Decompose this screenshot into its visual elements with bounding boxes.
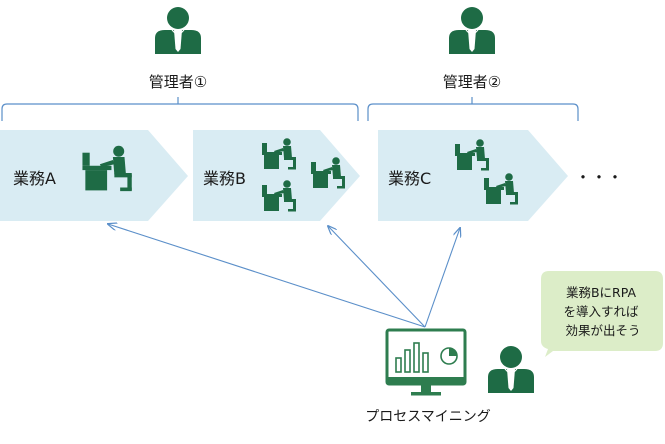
speech-line-2: を導入すれば — [564, 304, 640, 319]
process-b-chevron — [193, 130, 360, 221]
process-c-label: 業務C — [388, 169, 431, 188]
speech-line-3: 効果が出そう — [565, 323, 640, 338]
arrow-to-process-b — [328, 226, 426, 328]
svg-text:業務BにRPA を導入すれば 効果が: 業務BにRPA を導入すれば 効果が出そう — [564, 285, 643, 338]
bracket-manager-1 — [1, 97, 359, 121]
manager-2-icon — [448, 6, 496, 55]
speech-line-1: 業務BにRPA — [566, 285, 636, 300]
manager-2-label: 管理者② — [443, 73, 501, 91]
analyst-icon — [487, 345, 535, 394]
process-a-label: 業務A — [13, 169, 56, 188]
process-b-label: 業務B — [203, 169, 246, 188]
process-c-chevron — [378, 130, 568, 221]
continuation-dots: ・・・ — [575, 168, 623, 187]
arrow-to-process-a — [108, 224, 426, 328]
bracket-manager-2 — [367, 97, 579, 121]
monitor-chart-icon — [385, 328, 467, 396]
manager-1-label: 管理者① — [149, 73, 207, 91]
process-mining-label: プロセスマイニング — [365, 409, 491, 425]
speech-bubble: 業務BにRPA を導入すれば 効果が出そう — [541, 271, 663, 357]
manager-1-icon — [154, 6, 202, 55]
arrow-to-process-c — [424, 228, 460, 328]
